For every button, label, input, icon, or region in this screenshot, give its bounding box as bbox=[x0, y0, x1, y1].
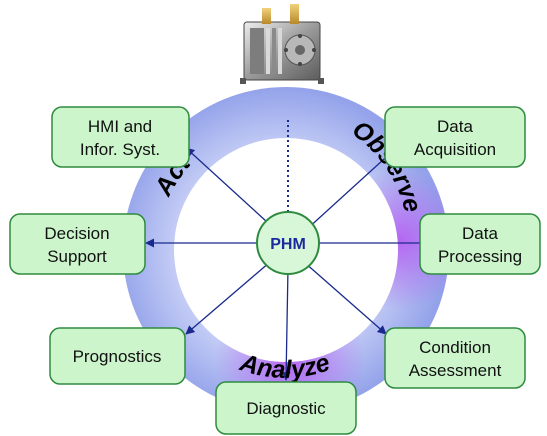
box-prognostics-line1: Prognostics bbox=[73, 347, 162, 366]
box-data-processing-line1: Data bbox=[462, 224, 498, 243]
box-condition-assessment-line1: Condition bbox=[419, 338, 491, 357]
box-data-acquisition: Data Acquisition bbox=[384, 106, 526, 168]
arrow-to-diagnostic bbox=[281, 267, 291, 381]
box-hmi-line2: Infor. Syst. bbox=[80, 140, 160, 159]
arrow-from-data-acquisition bbox=[305, 149, 395, 231]
box-hmi: HMI and Infor. Syst. bbox=[51, 106, 190, 168]
box-diagnostic-line1: Diagnostic bbox=[246, 399, 326, 418]
center-node: PHM bbox=[256, 211, 320, 275]
box-data-acquisition-line2: Acquisition bbox=[414, 140, 496, 159]
box-decision-support-line2: Support bbox=[47, 247, 107, 266]
box-condition-assessment: Condition Assessment bbox=[384, 327, 526, 389]
arrow-to-prognostics bbox=[185, 261, 271, 335]
box-data-processing: Data Processing bbox=[419, 213, 541, 275]
box-diagnostic: Diagnostic bbox=[215, 381, 357, 435]
box-hmi-line1: HMI and bbox=[88, 117, 152, 136]
box-decision-support: Decision Support bbox=[9, 213, 146, 275]
arrow-to-condition-assessment bbox=[303, 261, 387, 335]
arrow-to-hmi bbox=[185, 147, 279, 233]
fuel-cell-stack-icon bbox=[240, 4, 324, 84]
box-data-processing-line2: Processing bbox=[438, 247, 522, 266]
box-condition-assessment-line2: Assessment bbox=[409, 361, 502, 380]
arrow-group bbox=[145, 147, 429, 381]
box-decision-support-line1: Decision bbox=[44, 224, 109, 243]
center-label: PHM bbox=[270, 236, 306, 253]
box-data-acquisition-line1: Data bbox=[437, 117, 473, 136]
box-prognostics: Prognostics bbox=[49, 327, 186, 385]
